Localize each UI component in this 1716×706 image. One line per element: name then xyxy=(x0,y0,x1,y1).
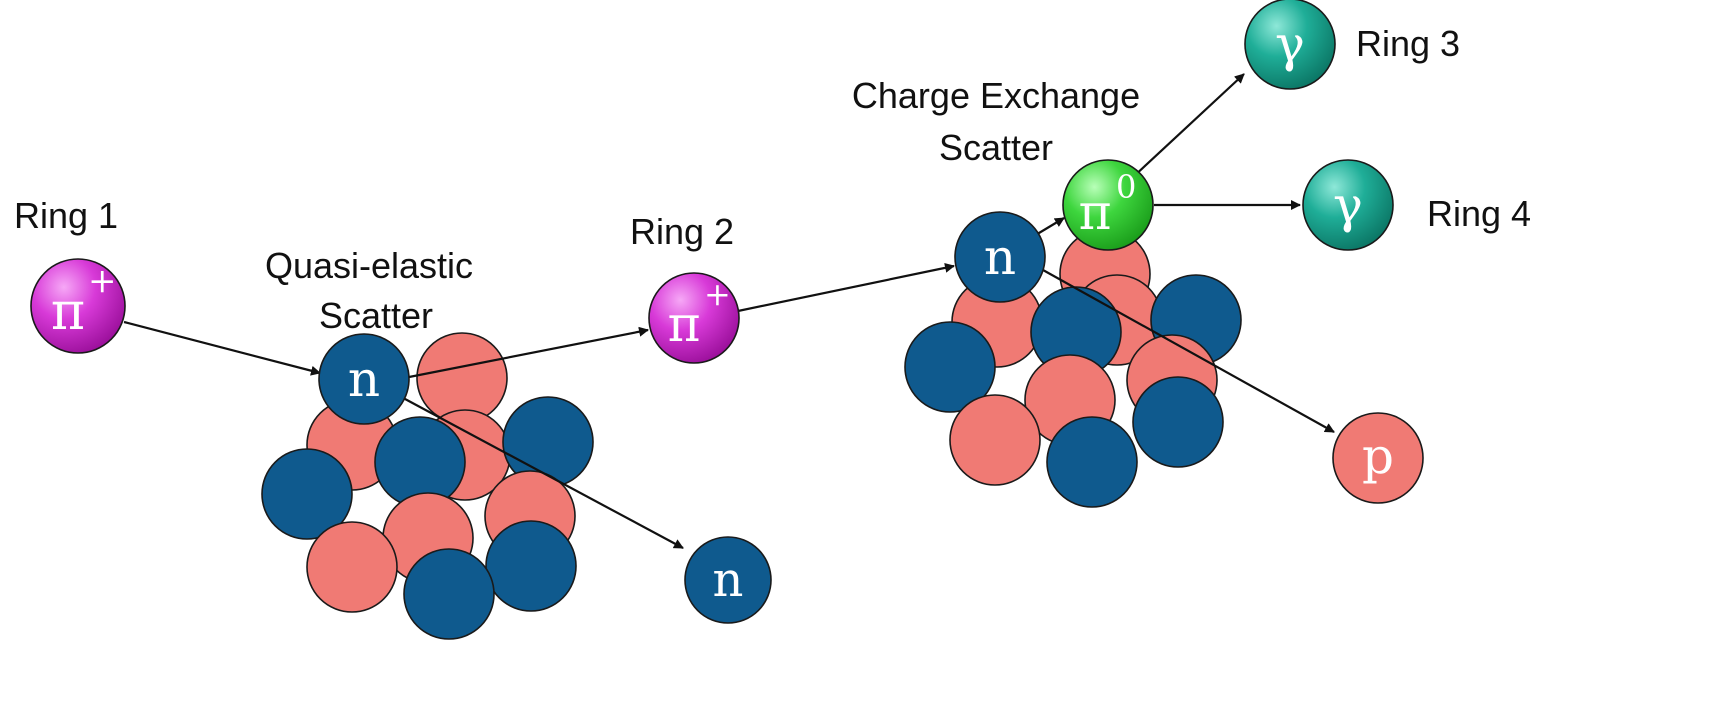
proton-symbol: p xyxy=(1362,427,1394,485)
arrow-pi0-to-gamma-top xyxy=(1131,73,1245,179)
pi-plus-sup: + xyxy=(88,261,117,301)
label-ring-2: Ring 2 xyxy=(630,211,734,252)
pi-plus-ball xyxy=(648,272,740,364)
pi-plus-ball xyxy=(30,258,126,354)
nucleus-quasi-elastic xyxy=(261,332,594,640)
gamma-symbol: γ xyxy=(1275,15,1305,73)
pi-zero-sup: 0 xyxy=(1116,168,1136,206)
arrow-n-to-p xyxy=(1033,264,1335,433)
particle-gamma-top: γ xyxy=(1244,0,1336,90)
label-quasi-elastic-2: Scatter xyxy=(319,295,433,336)
particle-gamma-right: γ xyxy=(1302,159,1394,251)
label-quasi-elastic-1: Quasi-elastic xyxy=(265,245,473,286)
arrow-pi-to-n xyxy=(123,320,321,376)
neutron-symbol: n xyxy=(984,228,1016,286)
arrows xyxy=(123,73,1335,549)
label-ring-3: Ring 3 xyxy=(1356,23,1460,64)
pi-plus-sup: + xyxy=(704,275,731,313)
gamma-ball xyxy=(1244,0,1336,90)
proton-ball xyxy=(1332,412,1424,504)
pi-zero-ball xyxy=(1062,159,1154,251)
particle-neutron-cex: n xyxy=(954,211,1046,303)
gamma-ball xyxy=(1302,159,1394,251)
label-ring-4: Ring 4 xyxy=(1427,193,1531,234)
nucleon-neutron xyxy=(403,548,495,640)
label-charge-exchange-2: Scatter xyxy=(939,127,1053,168)
neutron-ball xyxy=(318,333,410,425)
neutron-ball xyxy=(684,536,772,624)
arrow-n-to-pi xyxy=(403,326,649,380)
label-ring-1: Ring 1 xyxy=(14,195,118,236)
arrow-n-to-n-out xyxy=(391,391,684,549)
pi-plus-symbol: π xyxy=(51,282,85,342)
nucleon-neutron xyxy=(904,321,996,413)
particle-neutron-quasi: n xyxy=(318,333,410,425)
particle-proton-out: p xyxy=(1332,412,1424,504)
neutron-ball xyxy=(954,211,1046,303)
nucleus-charge-exchange xyxy=(904,228,1242,508)
nucleon-proton xyxy=(949,394,1041,486)
neutron-symbol: n xyxy=(348,350,380,408)
nucleon-neutron xyxy=(261,448,353,540)
particle-pi-zero: π 0 xyxy=(1062,159,1154,251)
neutron-symbol: n xyxy=(713,552,744,608)
particle-pi-plus-in: π + xyxy=(30,258,126,354)
particle-pi-plus-out: π + xyxy=(648,272,740,364)
nucleon-neutron xyxy=(1132,376,1224,468)
particle-neutron-out: n xyxy=(684,536,772,624)
label-charge-exchange-1: Charge Exchange xyxy=(852,75,1140,116)
nucleon-neutron xyxy=(1046,416,1138,508)
nucleon-proton xyxy=(306,521,398,613)
nucleon-neutron xyxy=(485,520,577,612)
gamma-symbol: γ xyxy=(1333,176,1363,234)
pi-zero-symbol: π xyxy=(1079,183,1112,241)
pi-plus-symbol: π xyxy=(668,295,701,353)
arrow-pi-to-n-cex xyxy=(737,262,955,313)
